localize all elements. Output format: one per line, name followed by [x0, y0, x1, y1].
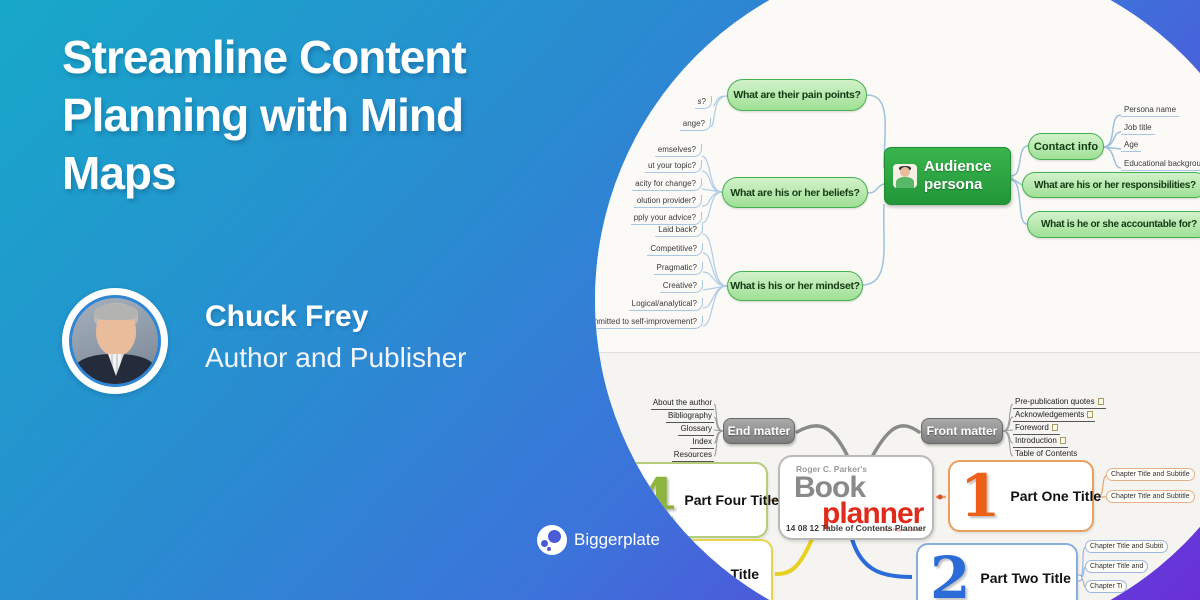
mindset-node: What is his or her mindset? — [727, 271, 863, 301]
note-icon — [1051, 424, 1058, 431]
speaker-role: Author and Publisher — [205, 342, 467, 373]
pain-child-2: ange? — [679, 118, 711, 131]
biggerplate-icon — [537, 525, 567, 555]
title-line-1: Streamline Content — [62, 31, 467, 83]
book-planner-node: Roger C. Parker's Book planner © 2013 Ro… — [778, 455, 934, 540]
contact-info-node: Contact info — [1028, 133, 1104, 160]
front-matter-item-4: Introduction — [1013, 436, 1068, 448]
pain-points-node: What are their pain points? — [727, 79, 867, 111]
front-matter-item-3: Foreword — [1013, 423, 1060, 435]
part-one-number: 1 — [960, 462, 1001, 530]
contact-child-age: Age — [1121, 139, 1142, 152]
end-matter-item-2: Bibliography — [665, 411, 714, 423]
note-icon — [1059, 437, 1066, 444]
part-two-chapter-3: Chapter Ti — [1085, 580, 1128, 593]
end-matter-item-4: Index — [690, 437, 714, 449]
title-line-3: Maps — [62, 147, 177, 199]
end-matter-item-5: Resources — [671, 450, 714, 462]
note-icon — [1087, 411, 1094, 418]
front-matter-node: Front matter — [921, 418, 1003, 444]
book-author: Roger C. Parker's — [796, 464, 867, 474]
book-subtitle: 14 08 12 Table of Contents Planner — [785, 523, 927, 533]
contact-child-education: Educational backgrou — [1121, 158, 1200, 171]
book-title-word1: Book — [794, 471, 866, 504]
contact-child-job-title: Job title — [1121, 122, 1155, 135]
part-one-chapter-1: Chapter Title and Subtitle — [1106, 468, 1195, 481]
part-four-number: 4 — [636, 466, 677, 534]
part-two-label: Part Two Title — [980, 570, 1071, 586]
avatar — [62, 288, 168, 394]
avatar-photo — [69, 295, 161, 387]
title-line-2: Planning with Mind — [62, 89, 464, 141]
logo-dot-large — [548, 530, 561, 543]
mindset-child-1: Laid back? — [655, 224, 703, 237]
mindset-child-5: Logical/analytical? — [628, 298, 703, 311]
mindset-child-4: Creative? — [659, 280, 703, 293]
end-matter-node: End matter — [723, 418, 795, 444]
page-title: Streamline Content Planning with Mind Ma… — [62, 28, 702, 202]
speaker-name: Chuck Frey — [205, 300, 369, 333]
pain-child-1: s? — [694, 96, 712, 109]
part-four-label: Part Four Title — [684, 492, 780, 508]
book-title-word2: planner — [822, 497, 924, 530]
contact-child-persona-name: Persona name — [1121, 104, 1180, 117]
mindmap-layer: What are their pain points? What are his… — [595, 0, 1200, 600]
part-two-number: 2 — [930, 544, 971, 600]
part-two-chapter-1: Chapter Title and Subtit — [1085, 540, 1169, 553]
persona-icon — [893, 164, 917, 188]
screenshot-divider — [595, 352, 1200, 353]
responsibilities-node: What are his or her responsibilities? — [1022, 172, 1200, 198]
part-one-label: Part One Title — [1010, 488, 1102, 504]
accountable-node: What is he or she accountable for? — [1027, 211, 1200, 238]
beliefs-child-1: emselves? — [654, 144, 702, 157]
part-two-chapter-2: Chapter Title and — [1085, 560, 1149, 573]
audience-persona-node: Audience persona — [884, 147, 1011, 205]
part-one-node: 1 Part One Title — [948, 460, 1101, 532]
mindset-child-3: Pragmatic? — [653, 262, 703, 275]
mindset-child-2: Competitive? — [647, 243, 703, 256]
part-one-chapter-2: Chapter Title and Subtitle — [1106, 490, 1195, 503]
part-two-node: 2 Part Two Title — [916, 543, 1078, 600]
beliefs-child-4: olution provider? — [633, 195, 702, 208]
beliefs-node: What are his or her beliefs? — [722, 177, 868, 208]
beliefs-child-2: ut your topic? — [644, 160, 702, 173]
beliefs-child-5: pply your advice? — [630, 212, 702, 225]
mindmap-circle: What are their pain points? What are his… — [595, 0, 1200, 600]
mindset-child-6: mmitted to self-improvement? — [595, 316, 703, 329]
persona-title-line1: Audience — [924, 158, 992, 175]
book-small-print: © 2013 Roger C. Parker — [879, 527, 922, 532]
avatar-hair-top — [94, 304, 138, 320]
logo-dot-medium — [541, 540, 548, 547]
part-three-node: ee Title — [620, 539, 773, 600]
part-three-label: ee Title — [711, 566, 759, 582]
note-icon — [1097, 398, 1104, 405]
persona-title-line2: persona — [924, 176, 983, 193]
end-matter-item-3: Glossary — [678, 424, 714, 436]
logo-dot-small — [547, 547, 551, 551]
end-matter-item-1: About the author — [650, 398, 714, 410]
beliefs-child-3: acity for change? — [632, 178, 702, 191]
front-matter-item-2: Acknowledgements — [1013, 410, 1096, 422]
front-matter-item-1: Pre-publication quotes — [1013, 397, 1106, 409]
part-four-node: 4 Part Four Title — [622, 462, 779, 538]
